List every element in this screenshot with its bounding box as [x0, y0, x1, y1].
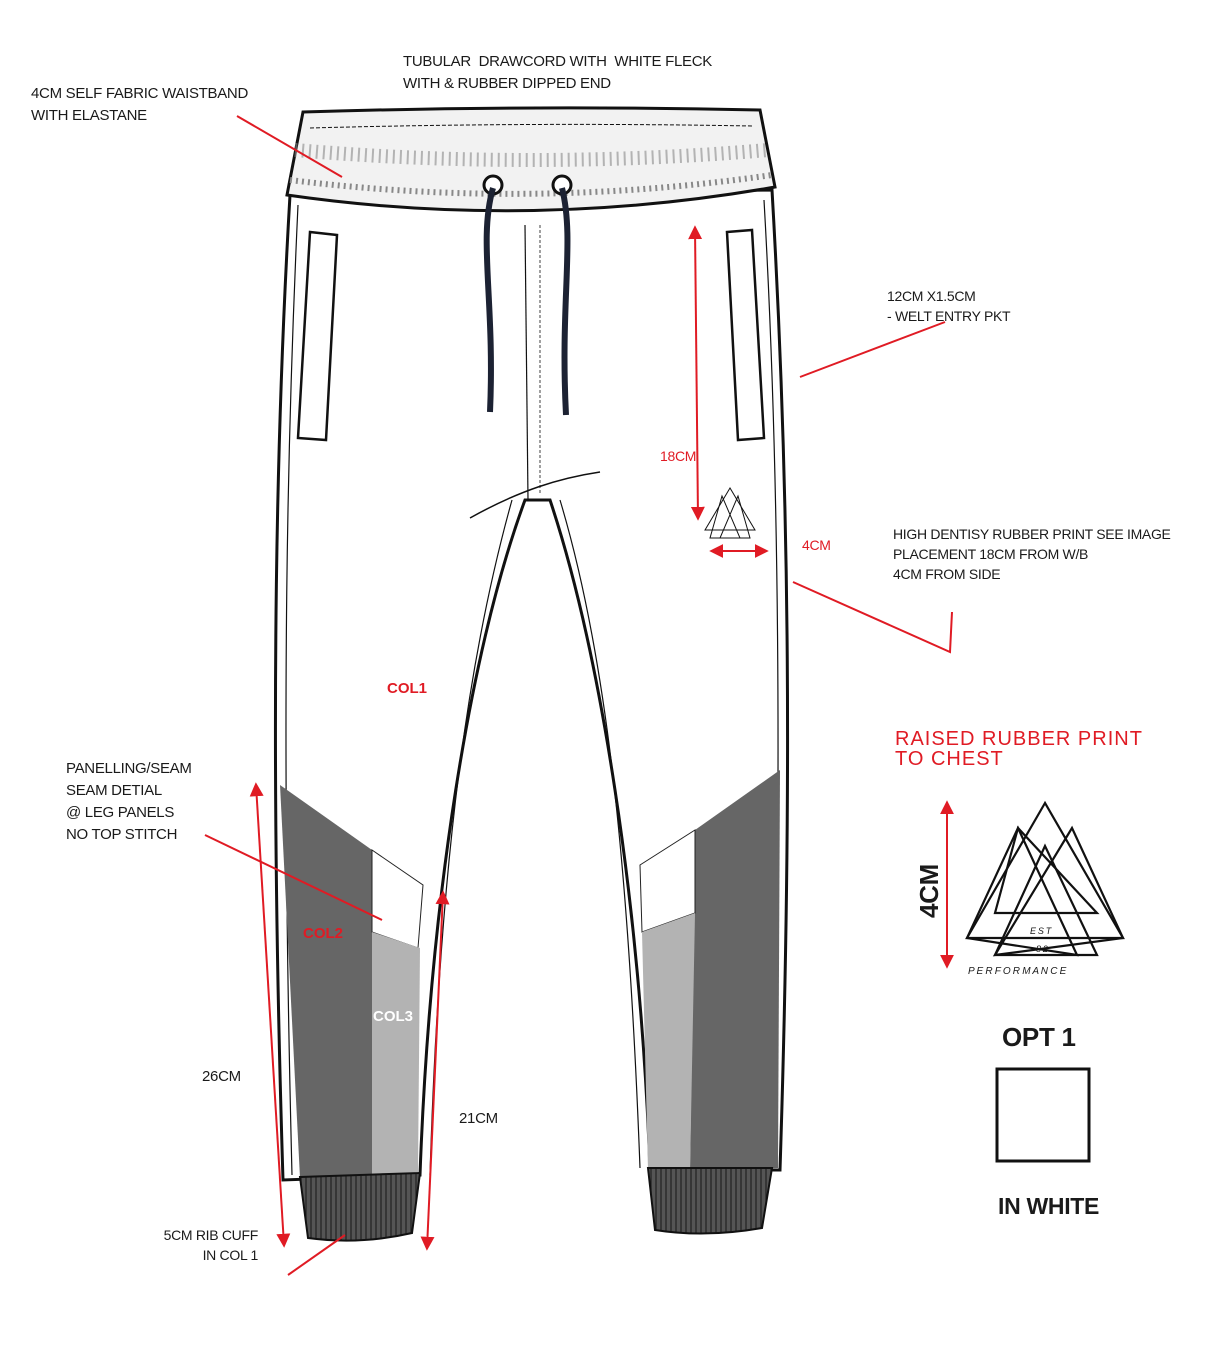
measure-18cm: 18CM [660, 448, 697, 464]
note-line: 5CM RIB CUFF [163, 1227, 259, 1243]
measure-4cm: 4CM [802, 537, 831, 553]
drawcord-note: TUBULAR DRAWCORD WITH WHITE FLECK WITH & … [403, 51, 712, 95]
drawcord-left [483, 187, 496, 413]
logo-brand: P E R F O R M A N C E [968, 966, 1066, 977]
col2-panel-left [280, 785, 372, 1178]
note-line: 12CM X1.5CM [887, 288, 976, 304]
col3-label: COL3 [373, 1008, 414, 1025]
note-line: WITH ELASTANE [31, 107, 147, 124]
heading-line: TO CHEST [895, 748, 1004, 770]
measure-26cm: 26CM [202, 1068, 241, 1085]
welt-pocket-left [296, 230, 339, 442]
note-line: 4CM SELF FABRIC WAISTBAND [31, 85, 248, 102]
col2-label: COL2 [303, 925, 344, 942]
rib-cuff-left [298, 1171, 422, 1242]
note-line: TUBULAR DRAWCORD WITH WHITE FLECK [403, 53, 712, 70]
logo-size-label: 4CM [914, 864, 944, 918]
note-line: @ LEG PANELS [66, 804, 175, 821]
waistband-note: 4CM SELF FABRIC WAISTBAND WITH ELASTANE [31, 83, 248, 127]
note-line: WITH & RUBBER DIPPED END [403, 75, 611, 92]
performance-logo [965, 800, 1125, 957]
drawcord-right [559, 187, 571, 416]
note-line: HIGH DENTISY RUBBER PRINT SEE IMAGE [893, 526, 1171, 542]
opt1-colour-swatch [995, 1067, 1091, 1163]
col3-panel-right [642, 913, 695, 1170]
col3-panel-left [372, 932, 420, 1178]
logo-est: E S T [1030, 926, 1052, 936]
note-line: PANELLING/SEAM [66, 760, 192, 777]
note-line: PLACEMENT 18CM FROM W/B [893, 546, 1089, 562]
logo-year: 8 2 [1036, 944, 1048, 954]
note-line: 4CM FROM SIDE [893, 566, 1001, 582]
rib-cuff-right [646, 1167, 774, 1235]
col1-label: COL1 [387, 680, 428, 697]
note-line: SEAM DETIAL [66, 782, 162, 799]
measure-21cm: 21CM [459, 1110, 498, 1127]
note-line: NO TOP STITCH [66, 826, 178, 843]
heading-line: RAISED RUBBER PRINT [895, 728, 1143, 750]
col2-panel-right [690, 770, 780, 1170]
waistband [285, 106, 777, 213]
welt-pocket-right [725, 228, 766, 442]
print-note: HIGH DENTISY RUBBER PRINT SEE IMAGE PLACE… [893, 524, 1171, 584]
option-label: OPT 1 [1002, 1022, 1076, 1052]
note-line: IN COL 1 [202, 1247, 259, 1263]
pocket-note: 12CM X1.5CM - WELT ENTRY PKT [887, 286, 1011, 326]
panelling-note: PANELLING/SEAM SEAM DETIAL @ LEG PANELS NO … [66, 758, 192, 846]
note-line: - WELT ENTRY PKT [887, 308, 1011, 324]
logo-small [704, 487, 756, 539]
cuff-note: 5CM RIB CUFF IN COL 1 [163, 1225, 259, 1265]
colour-label: IN WHITE [998, 1193, 1100, 1219]
